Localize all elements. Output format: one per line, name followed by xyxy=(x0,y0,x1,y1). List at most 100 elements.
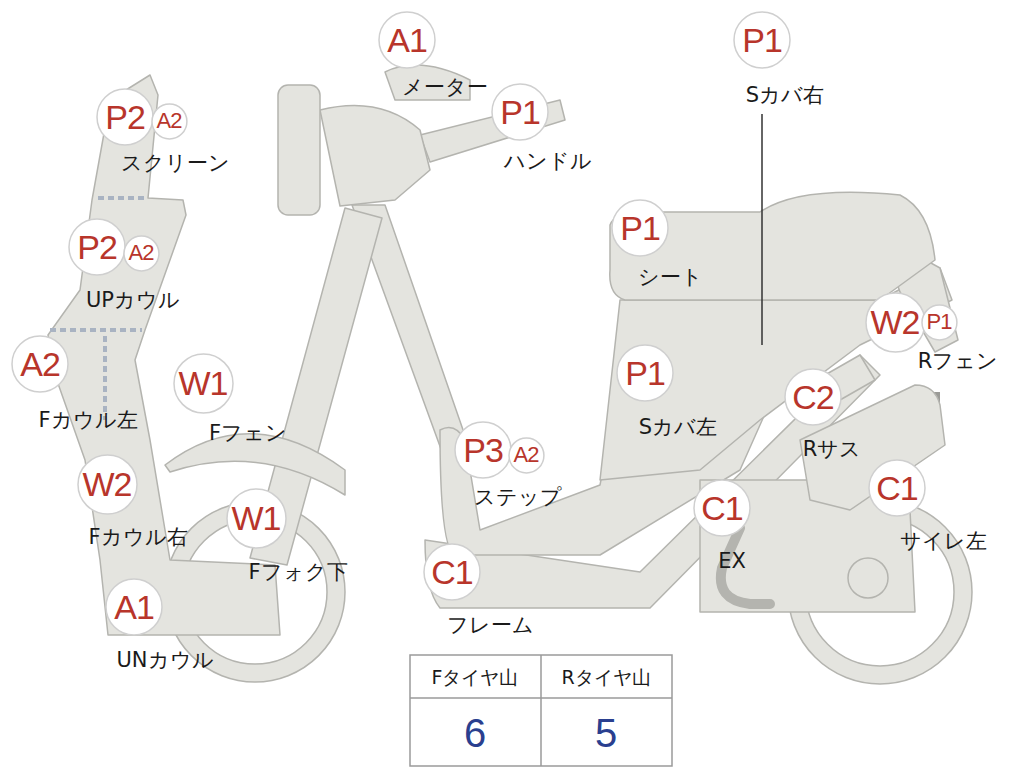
part-name: Fカウル左 xyxy=(38,409,137,432)
leader-line xyxy=(761,114,763,345)
code-circle: C1 xyxy=(423,543,481,601)
code-circle: W2 xyxy=(865,292,926,353)
circle-shape xyxy=(612,200,668,256)
code-circle: W1 xyxy=(226,488,287,549)
engine-hub xyxy=(848,558,888,598)
circle-shape xyxy=(922,305,957,340)
code-circle: P1 xyxy=(921,304,958,341)
code-circle: P1 xyxy=(616,344,674,402)
circle-shape xyxy=(12,336,68,392)
part-name: Rサス xyxy=(803,438,862,461)
code-circle: A2 xyxy=(508,437,545,474)
circle-shape xyxy=(424,544,480,600)
circle-shape xyxy=(869,460,925,516)
damage-code: A2 xyxy=(129,242,154,264)
part-name: Sカバ左 xyxy=(639,416,717,439)
damage-code: W1 xyxy=(232,501,281,535)
damage-code: A2 xyxy=(514,444,539,466)
part-name: Fカウル右 xyxy=(88,526,187,549)
damage-code: C2 xyxy=(792,380,833,414)
damage-code: C1 xyxy=(701,491,742,525)
damage-code: C1 xyxy=(876,471,917,505)
damage-code: P1 xyxy=(625,356,665,390)
cowl-split-line xyxy=(103,336,107,420)
circle-shape xyxy=(379,12,435,68)
table-divider xyxy=(410,697,672,699)
handle-cover xyxy=(320,106,430,207)
code-circle: C1 xyxy=(868,459,926,517)
front-cowl xyxy=(48,75,280,635)
code-circle: C1 xyxy=(693,479,751,537)
damage-code: P1 xyxy=(742,23,782,57)
part-name: サイレ左 xyxy=(900,530,987,553)
damage-code: P1 xyxy=(500,95,540,129)
part-name: EX xyxy=(718,550,746,573)
circle-shape xyxy=(124,236,159,271)
damage-code: A1 xyxy=(387,23,427,57)
code-circle: P3 xyxy=(454,421,512,479)
part-name: ステップ xyxy=(474,486,562,509)
part-name: Sカバ右 xyxy=(746,84,824,107)
damage-code: W2 xyxy=(83,467,132,501)
damage-code: A1 xyxy=(114,590,154,624)
code-circle: P1 xyxy=(491,83,549,141)
tread-value: 6 xyxy=(464,711,486,755)
code-circle: C2 xyxy=(784,368,842,426)
part-name: スクリーン xyxy=(121,152,230,175)
circle-shape xyxy=(227,489,286,548)
part-name: UPカウル xyxy=(86,289,180,312)
circle-shape xyxy=(866,293,925,352)
part-name: フレーム xyxy=(447,614,534,637)
damage-code: C1 xyxy=(431,555,472,589)
circle-shape xyxy=(455,422,511,478)
code-circle: W2 xyxy=(77,454,138,515)
circle-shape xyxy=(152,104,187,139)
code-circle: P2 xyxy=(68,218,126,276)
damage-code: P2 xyxy=(77,230,117,264)
circle-shape xyxy=(509,438,544,473)
code-circle: P1 xyxy=(611,199,669,257)
circle-shape xyxy=(97,89,153,145)
code-circle: A2 xyxy=(123,235,160,272)
circle-shape xyxy=(69,219,125,275)
headlight xyxy=(278,85,320,215)
circle-shape xyxy=(174,354,233,413)
code-circle: A1 xyxy=(378,11,436,69)
circle-shape xyxy=(78,455,137,514)
damage-code: P1 xyxy=(620,211,660,245)
table-divider xyxy=(540,655,542,766)
circle-shape xyxy=(617,345,673,401)
seat xyxy=(610,192,935,300)
tread-table xyxy=(410,655,672,766)
table-header: Rタイヤ山 xyxy=(561,667,650,688)
cowl-split-line xyxy=(50,328,142,332)
part-name: シート xyxy=(638,266,703,289)
circle-shape xyxy=(694,480,750,536)
part-name: ハンドル xyxy=(504,150,592,173)
damage-code: A2 xyxy=(20,347,60,381)
damage-code: W2 xyxy=(871,305,920,339)
code-circle: A2 xyxy=(11,335,69,393)
part-name: Rフェン xyxy=(918,350,999,373)
table-header: Fタイヤ山 xyxy=(432,667,519,688)
cowl-split-line xyxy=(98,196,148,200)
code-circle: W1 xyxy=(173,353,234,414)
damage-code: P1 xyxy=(927,311,952,333)
damage-code: P2 xyxy=(105,100,145,134)
damage-code: W1 xyxy=(179,366,228,400)
code-circle: A1 xyxy=(105,578,163,636)
damage-code: P3 xyxy=(463,433,503,467)
circle-shape xyxy=(106,579,162,635)
circle-shape xyxy=(492,84,548,140)
part-name: Fフォク下 xyxy=(248,561,347,584)
tread-value: 5 xyxy=(595,711,617,755)
circle-shape xyxy=(785,369,841,425)
part-name: Fフェン xyxy=(209,422,287,445)
damage-code: A2 xyxy=(157,110,182,132)
code-circle: P2 xyxy=(96,88,154,146)
part-name: UNカウル xyxy=(116,649,213,672)
code-circle: P1 xyxy=(733,11,791,69)
code-circle: A2 xyxy=(151,103,188,140)
circle-shape xyxy=(734,12,790,68)
part-name: メーター xyxy=(402,76,488,99)
